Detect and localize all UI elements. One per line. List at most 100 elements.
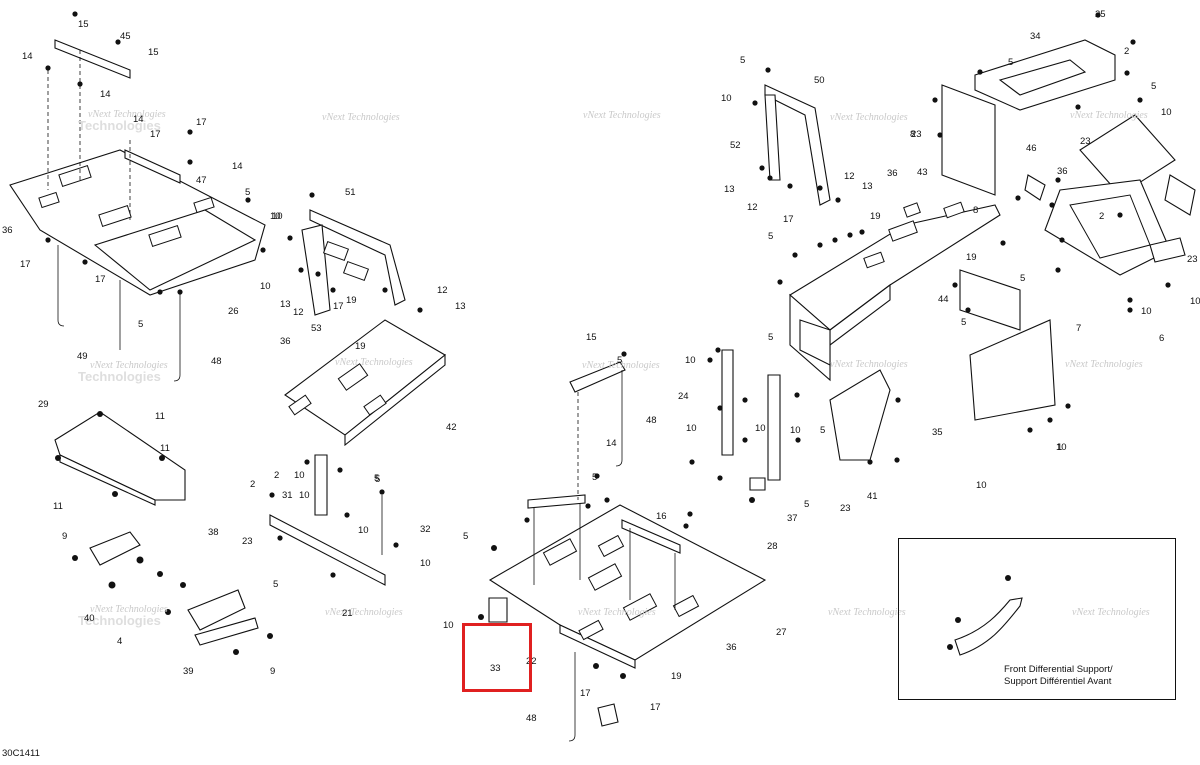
callout-label: 34 <box>1030 31 1041 42</box>
inset-caption: Front Differential Support/ Support Diff… <box>1004 664 1134 688</box>
callout-label: 35 <box>932 427 943 438</box>
callout-label: 48 <box>646 415 657 426</box>
watermark-text: vNext Technologies <box>1065 359 1143 370</box>
callout-label: 48 <box>526 713 537 724</box>
inset-front-differential-support <box>947 575 1023 656</box>
callout-label: 40 <box>84 613 95 624</box>
callout-label: 5 <box>768 332 773 343</box>
bracket-29 <box>54 411 186 506</box>
callout-label: 19 <box>870 211 881 222</box>
callout-label: 28 <box>767 541 778 552</box>
callout-label: 29 <box>38 399 49 410</box>
callout-label: 14 <box>133 114 144 125</box>
watermark-text: vNext Technologies <box>90 360 168 371</box>
inset-caption-line-1: Front Differential Support/ <box>1004 664 1113 675</box>
callout-label: 17 <box>150 129 161 140</box>
callout-label: 38 <box>208 527 219 538</box>
callout-label: 14 <box>22 51 33 62</box>
callout-label: 2 <box>274 470 279 481</box>
callout-label: 19 <box>671 671 682 682</box>
callout-label: 17 <box>580 688 591 699</box>
callout-label: 5 <box>1008 57 1013 68</box>
callout-label: 10 <box>420 558 431 569</box>
watermark-text: vNext Technologies <box>325 607 403 618</box>
callout-label: 5 <box>374 473 379 484</box>
callout-label: 36 <box>280 336 291 347</box>
callout-label: 1 <box>1057 442 1062 453</box>
callout-label: 11 <box>53 501 63 512</box>
skid-plate-front-assembly <box>9 11 266 382</box>
inset-caption-line-2: Support Différentiel Avant <box>1004 676 1112 687</box>
callout-label: 14 <box>232 161 243 172</box>
callout-label: 10 <box>755 423 766 434</box>
callout-label: 10 <box>1190 296 1200 307</box>
callout-label: 10 <box>270 211 281 222</box>
callout-label: 4 <box>117 636 122 647</box>
callout-label: 2 <box>250 479 255 490</box>
callout-label: 42 <box>446 422 457 433</box>
inset-frame <box>898 538 1176 700</box>
callout-label: 36 <box>1057 166 1068 177</box>
callout-label: 12 <box>293 307 304 318</box>
callout-label: 17 <box>333 301 344 312</box>
callout-label: 19 <box>355 341 366 352</box>
bracket-50-52 <box>752 67 841 206</box>
callout-label: 2 <box>1124 46 1129 57</box>
callout-label: 10 <box>443 620 454 631</box>
callout-label: 41 <box>867 491 878 502</box>
callout-label: 48 <box>211 356 222 367</box>
callout-label: 10 <box>721 93 732 104</box>
callout-label: 19 <box>966 252 977 263</box>
callout-label: 10 <box>1141 306 1152 317</box>
callout-label: 5 <box>592 472 597 483</box>
callout-label: 32 <box>420 524 431 535</box>
callout-label: 10 <box>260 281 271 292</box>
callout-label: 23 <box>911 129 922 140</box>
callout-label: 13 <box>862 181 873 192</box>
watermark-text: Technologies <box>78 613 161 628</box>
callout-label: 5 <box>375 474 380 485</box>
callout-label: 17 <box>20 259 31 270</box>
callout-label: 13 <box>280 299 291 310</box>
callout-label: 52 <box>730 140 741 151</box>
callout-label: 36 <box>2 225 13 236</box>
callout-label: 46 <box>1026 143 1037 154</box>
callout-label: 12 <box>747 202 758 213</box>
callout-label: 45 <box>120 31 131 42</box>
callout-label: 11 <box>160 443 170 454</box>
callout-label: 10 <box>685 355 696 366</box>
callout-label: 12 <box>844 171 855 182</box>
watermark-text: vNext Technologies <box>828 607 906 618</box>
callout-label: 25 <box>1095 9 1106 20</box>
callout-label: 10 <box>294 470 305 481</box>
callout-label: 43 <box>917 167 928 178</box>
callout-label: 9 <box>270 666 275 677</box>
callout-label: 10 <box>1056 442 1067 453</box>
callout-label: 9 <box>62 531 67 542</box>
callout-label: 2 <box>1099 211 1104 222</box>
watermark-text: vNext Technologies <box>582 360 660 371</box>
callout-label: 15 <box>586 332 597 343</box>
callout-label: 5 <box>1151 81 1156 92</box>
callout-label: 5 <box>1020 273 1025 284</box>
callout-label: 6 <box>1159 333 1164 344</box>
callout-label: 10 <box>790 425 801 436</box>
callout-label: 13 <box>724 184 735 195</box>
callout-label: 36 <box>887 168 898 179</box>
callout-label: 51 <box>345 187 356 198</box>
watermark-text: vNext Technologies <box>322 112 400 123</box>
watermark-text: Technologies <box>78 118 161 133</box>
watermark-text: vNext Technologies <box>90 604 168 615</box>
diagram-code: 30C1411 <box>2 748 40 759</box>
callout-label: 27 <box>776 627 787 638</box>
callout-label: 11 <box>155 411 165 422</box>
callout-label: 10 <box>272 211 283 222</box>
callout-label: 5 <box>245 187 250 198</box>
callout-label: 23 <box>242 536 253 547</box>
callout-label: 15 <box>78 19 89 30</box>
callout-label: 12 <box>437 285 448 296</box>
callout-label: 5 <box>961 317 966 328</box>
callout-label: 10 <box>358 525 369 536</box>
